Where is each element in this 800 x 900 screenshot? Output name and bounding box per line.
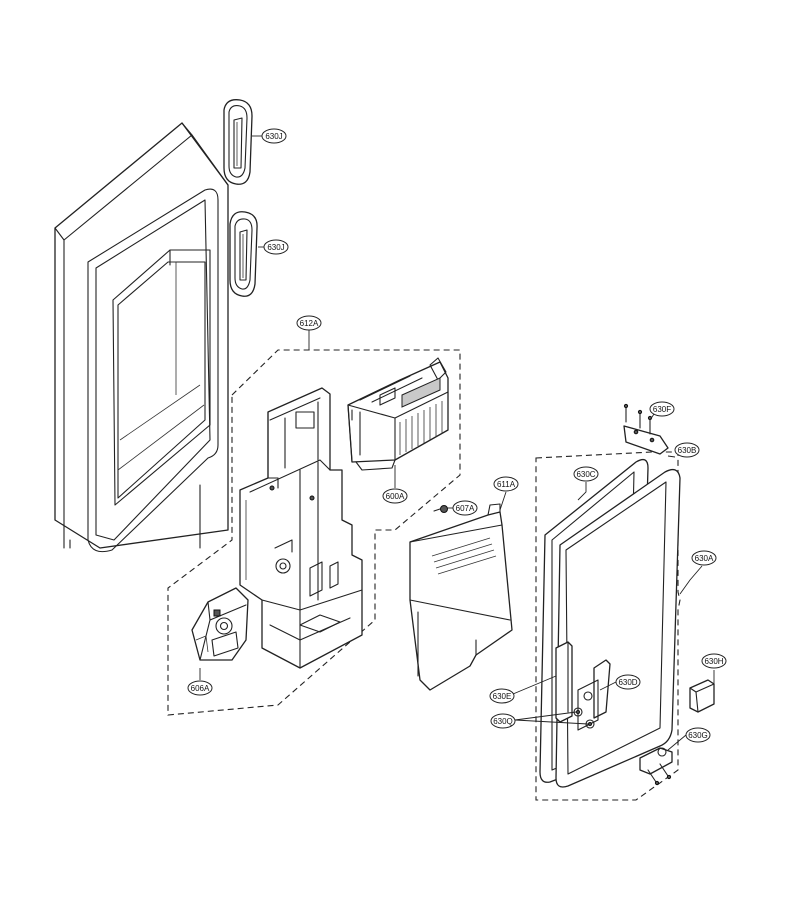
label-606A: 606A (191, 684, 210, 693)
callout-630G: 630G (685, 727, 711, 743)
leader-lines (199, 135, 715, 751)
screw-607A (433, 505, 448, 513)
callout-630A: 630A (691, 550, 717, 566)
label-612A: 612A (300, 319, 319, 328)
icemaker-bracket (239, 387, 363, 669)
bracket-630G (639, 747, 673, 786)
callout-630D: 630D (615, 674, 641, 690)
label-611A: 611A (497, 480, 516, 489)
callout-630C: 630C (573, 466, 599, 482)
label-630B: 630B (678, 446, 697, 455)
callout-611A: 611A (493, 476, 519, 492)
callout-630J-lower: 630J (263, 239, 289, 255)
label-630E: 630E (493, 692, 512, 701)
callout-606A: 606A (187, 680, 213, 696)
label-630H: 630H (704, 657, 723, 666)
label-630G: 630G (688, 731, 708, 740)
assembly-boundary-612A (167, 349, 461, 716)
callout-607A: 607A (452, 500, 478, 516)
label-630A: 630A (695, 554, 714, 563)
gasket-630J-lower (229, 211, 258, 297)
label-630F: 630F (653, 405, 671, 414)
dispenser-cover-611A (409, 503, 513, 691)
icemaker-600A (347, 357, 449, 471)
label-630J-upper: 630J (265, 132, 282, 141)
gasket-630J-upper (223, 99, 253, 185)
label-630D: 630D (618, 678, 637, 687)
hinge-630F (623, 403, 669, 455)
paddle-630E (555, 641, 573, 723)
assembly-boundary-door (535, 451, 681, 801)
auger-motor-606A (191, 587, 249, 661)
label-630C: 630C (576, 470, 595, 479)
label-607A: 607A (456, 504, 475, 513)
callout-630J-upper: 630J (261, 128, 287, 144)
label-600A: 600A (386, 492, 405, 501)
callout-630Q: 630Q (490, 713, 516, 729)
callout-630H: 630H (701, 653, 727, 669)
callout-630B: 630B (674, 442, 700, 458)
callout-630E: 630E (489, 688, 515, 704)
door-liner (54, 122, 229, 553)
label-630J-lower: 630J (267, 243, 284, 252)
callout-600A: 600A (382, 488, 408, 504)
label-630Q: 630Q (493, 717, 513, 726)
bracket-630H (689, 679, 715, 713)
callout-612A: 612A (296, 315, 322, 331)
callout-630F: 630F (649, 401, 675, 417)
